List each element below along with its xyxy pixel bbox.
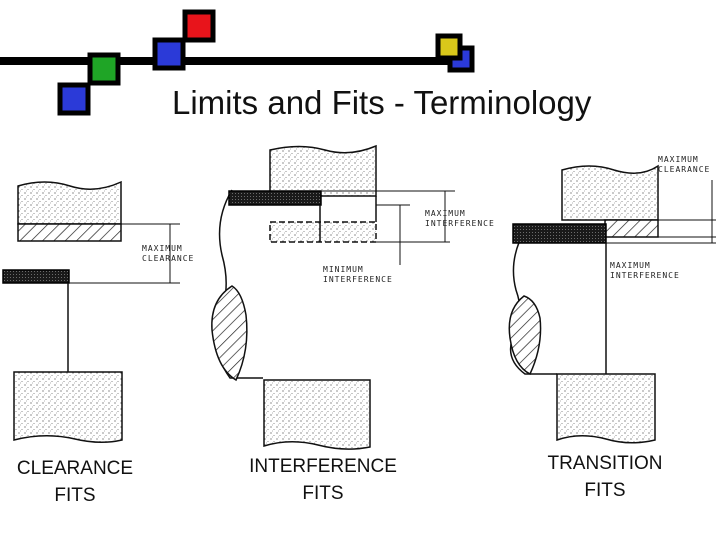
interference-hole-block: [269, 144, 377, 197]
transition-caption: TRANSITION FITS: [530, 450, 680, 504]
yellow-square: [435, 33, 463, 61]
interference-caption-line-2: FITS: [302, 483, 344, 504]
transition-caption-line-2: FITS: [584, 480, 626, 501]
interference-min-label-2: INTERFERENCE: [323, 275, 393, 284]
clearance-max-label-1: MAXIMUM: [142, 244, 183, 253]
transition-max-int-label-1: MAXIMUM: [610, 261, 651, 270]
transition-shaft-section: [508, 295, 542, 376]
transition-max-int-label-2: INTERFERENCE: [610, 271, 680, 280]
interference-base-block: [263, 379, 371, 450]
clearance-caption-line-2: FITS: [54, 485, 96, 506]
transition-hole-tolerance: [604, 219, 659, 238]
transition-base-block: [556, 373, 656, 444]
header-decoration: [0, 9, 475, 116]
interference-max-label-2: INTERFERENCE: [425, 219, 495, 228]
interference-panel: MAXIMUM INTERFERENCE MINIMUM INTERFERENC…: [211, 144, 495, 450]
interference-caption-line-1: INTERFERENCE: [249, 456, 397, 477]
interference-max-label-1: MAXIMUM: [425, 209, 466, 218]
transition-caption-line-1: TRANSITION: [547, 453, 663, 474]
transition-shaft-tolerance: [512, 223, 607, 244]
interference-shaft-section: [211, 285, 248, 382]
green-square: [87, 52, 121, 86]
transition-panel: MAXIMUM CLEARANCE MAXIMUM INTERFERENCE: [508, 155, 716, 444]
clearance-max-label-2: CLEARANCE: [142, 254, 194, 263]
clearance-shaft-tolerance: [2, 269, 70, 284]
blue-square-left: [57, 82, 91, 116]
clearance-caption-line-1: CLEARANCE: [16, 458, 134, 479]
blue-square-top: [152, 37, 186, 71]
clearance-shaft-base: [13, 371, 123, 443]
interference-shaft-tolerance: [228, 190, 322, 206]
interference-caption: INTERFERENCE FITS: [240, 453, 406, 507]
red-square: [182, 9, 216, 43]
transition-hole-block: [561, 164, 659, 221]
transition-max-clear-label-1: MAXIMUM: [658, 155, 699, 164]
clearance-panel: MAXIMUM CLEARANCE: [2, 180, 194, 443]
clearance-hole-tolerance: [17, 223, 122, 242]
transition-max-clear-label-2: CLEARANCE: [658, 165, 710, 174]
header-bar: [0, 57, 456, 65]
interference-min-label-1: MINIMUM: [323, 265, 364, 274]
clearance-hole-block: [17, 180, 122, 225]
clearance-caption: CLEARANCE FITS: [0, 455, 150, 509]
slide-title: Limits and Fits - Terminology: [172, 84, 592, 121]
interference-hole-tolerance: [269, 221, 377, 243]
